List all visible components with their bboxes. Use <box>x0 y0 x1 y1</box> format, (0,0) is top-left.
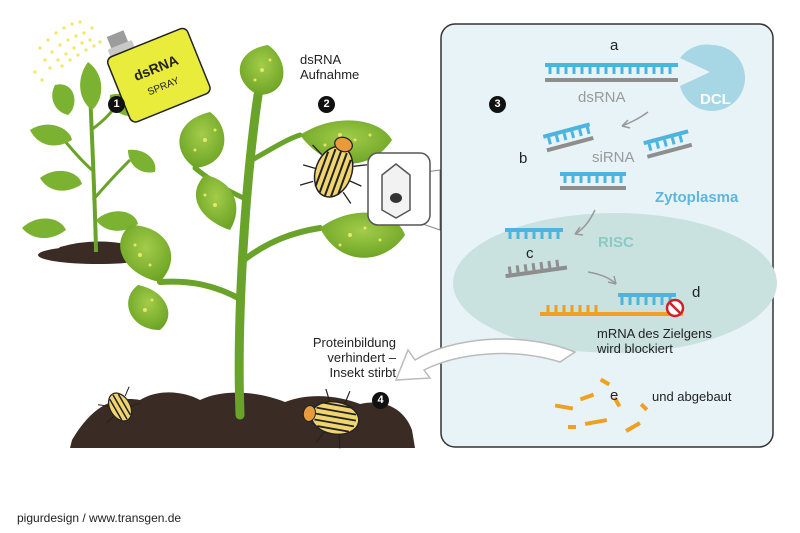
protein-blocked-label: Proteinbildung verhindert – Insekt stirb… <box>312 335 396 380</box>
main-plant <box>120 45 405 420</box>
step-badge-4: 4 <box>372 392 389 409</box>
mrna-fragments <box>554 377 649 433</box>
leaf-spots <box>133 58 382 312</box>
label-e: e <box>610 387 619 404</box>
dsrna-label: dsRNA <box>578 89 626 106</box>
spray-can: dsRNA SPRAY <box>106 27 211 123</box>
step-badge-1: 1 <box>108 96 125 113</box>
label-a: a <box>610 37 619 54</box>
sirna-label: siRNA <box>592 149 635 166</box>
stop-icon <box>665 298 685 318</box>
zytoplasma-label: Zytoplasma <box>655 189 739 206</box>
dsrna-strand <box>545 63 678 82</box>
dead-beetle-right <box>302 388 360 449</box>
label-b: b <box>519 150 528 167</box>
label-c: c <box>526 245 534 262</box>
dcl-enzyme <box>680 44 746 111</box>
flow-arrows <box>574 111 649 285</box>
dead-beetle-left <box>97 386 141 424</box>
risc-passenger-strand <box>505 259 568 279</box>
credit-text: pigurdesign / www.transgen.de <box>17 511 182 525</box>
label-d: d <box>692 284 701 301</box>
beetle-on-leaf <box>299 136 368 204</box>
risc-label: RISC <box>598 234 634 251</box>
mrna-label: mRNA des Zielgens wird blockiert <box>597 326 712 356</box>
risc-guide-strand <box>505 228 563 239</box>
result-arrow <box>394 338 577 381</box>
step-badge-2: 2 <box>318 96 335 113</box>
dcl-label: DCL <box>700 91 731 108</box>
step-badge-3: 3 <box>489 96 506 113</box>
sirna-fragments <box>542 122 693 190</box>
spray-mist <box>33 20 102 82</box>
uptake-label: dsRNA Aufnahme <box>300 52 360 82</box>
degraded-label: und abgebaut <box>652 389 732 404</box>
cell-zoom-callout <box>367 152 441 231</box>
